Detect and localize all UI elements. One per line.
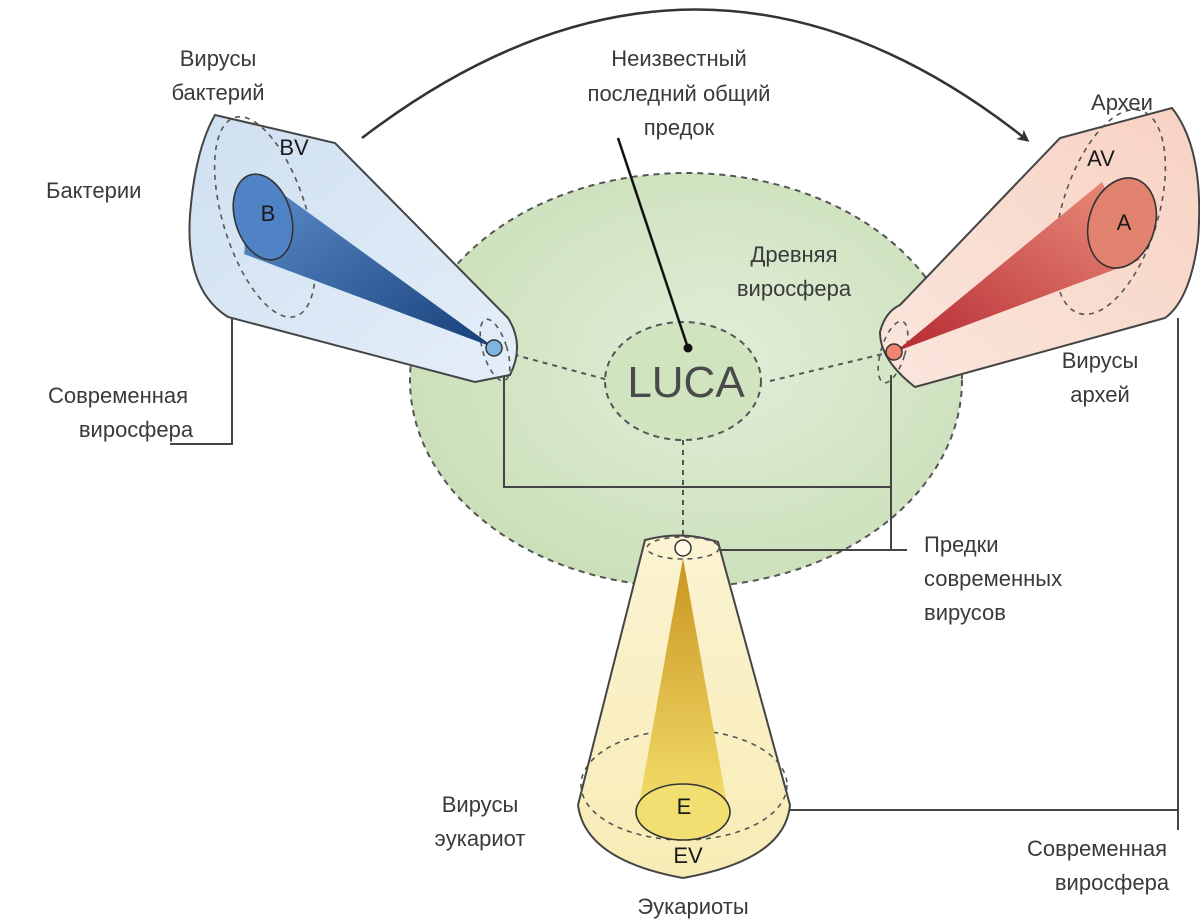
connector-lines — [170, 318, 1179, 830]
svg-text:виросфера: виросфера — [79, 417, 194, 442]
e-label: E — [677, 794, 692, 819]
svg-text:архей: архей — [1070, 382, 1130, 407]
svg-text:Вирусы: Вирусы — [180, 46, 257, 71]
b-label: B — [261, 201, 276, 226]
bacteria-viruses-label: Вирусы бактерий — [171, 46, 264, 105]
archaea-label: Археи — [1091, 90, 1153, 115]
svg-text:предок: предок — [644, 115, 715, 140]
svg-text:Современная: Современная — [48, 383, 188, 408]
archaea-viruses-label: Вирусы архей — [1062, 348, 1139, 407]
archaea-cone: A AV — [877, 106, 1200, 389]
luca-links — [503, 351, 888, 536]
eukaryote-cone: E EV — [576, 534, 792, 880]
svg-text:Древняя: Древняя — [750, 242, 837, 267]
av-label: AV — [1087, 146, 1115, 171]
svg-text:последний общий: последний общий — [588, 81, 771, 106]
ev-label: EV — [673, 843, 703, 868]
svg-text:Вирусы: Вирусы — [1062, 348, 1139, 373]
luca-node: LUCA — [604, 321, 762, 441]
svg-text:современных: современных — [924, 566, 1062, 591]
svg-text:Вирусы: Вирусы — [442, 792, 519, 817]
luca-label: LUCA — [627, 358, 745, 407]
eukaryotes-label: Эукариоты — [637, 894, 748, 919]
svg-text:эукариот: эукариот — [435, 826, 526, 851]
svg-text:бактерий: бактерий — [171, 80, 264, 105]
svg-text:Предки: Предки — [924, 532, 999, 557]
bacteria-label: Бактерии — [46, 178, 141, 203]
ancient-virosphere-label: Древняя виросфера — [737, 242, 852, 301]
svg-text:Современная: Современная — [1027, 836, 1167, 861]
transfer-arrow — [361, 8, 1030, 142]
modern-virosphere-right-label: Современная виросфера — [1027, 836, 1170, 895]
modern-virus-ancestors-label: Предки современных вирусов — [924, 532, 1062, 625]
eukaryote-viruses-label: Вирусы эукариот — [435, 792, 526, 851]
a-label: A — [1117, 210, 1132, 235]
svg-text:виросфера: виросфера — [1055, 870, 1170, 895]
svg-text:виросфера: виросфера — [737, 276, 852, 301]
unknown-ancestor-label: Неизвестный последний общий предок — [588, 46, 771, 140]
svg-text:вирусов: вирусов — [924, 600, 1006, 625]
modern-virosphere-left-label: Современная виросфера — [48, 383, 194, 442]
svg-text:Неизвестный: Неизвестный — [611, 46, 747, 71]
bv-label: BV — [279, 135, 309, 160]
ancestor-pointer — [616, 137, 693, 353]
bacteria-cone: B BV — [188, 113, 518, 384]
